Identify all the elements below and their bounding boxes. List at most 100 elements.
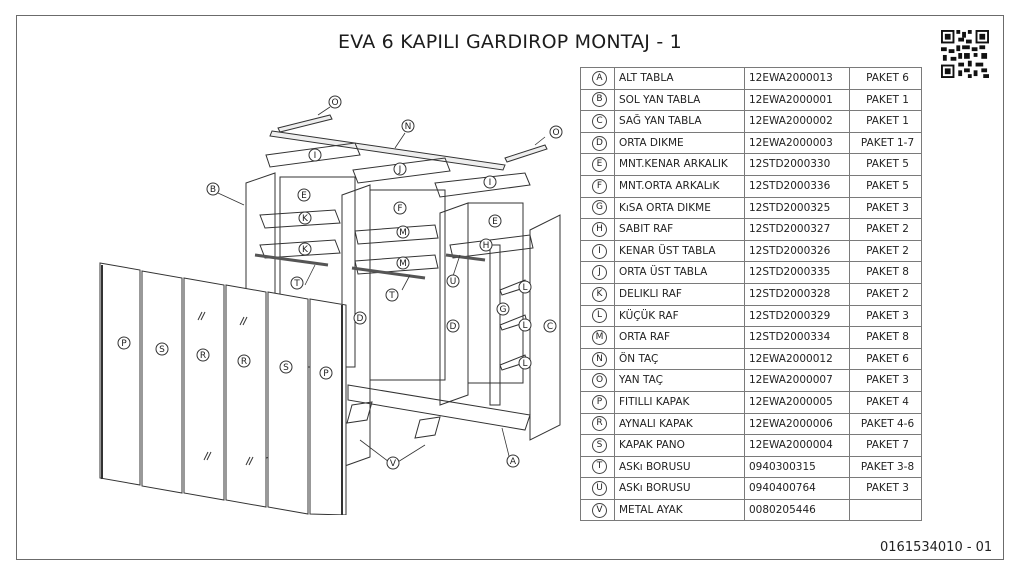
callout-i1: I <box>308 148 322 162</box>
svg-text:K: K <box>302 245 309 255</box>
callout-t1: T <box>290 276 304 290</box>
part-key-cell: U <box>580 477 615 500</box>
callout-r1: R <box>196 348 210 362</box>
part-key-cell: M <box>580 326 615 349</box>
part-key-badge: O <box>592 373 607 389</box>
part-key-cell: H <box>580 218 615 241</box>
part-key-badge: A <box>592 70 607 86</box>
svg-text:M: M <box>399 259 407 269</box>
part-name-cell: ÖN TAÇ <box>614 347 745 371</box>
callout-l1: L <box>518 280 532 294</box>
shelf-k2 <box>259 239 341 259</box>
part-package-cell: PAKET 1 <box>849 110 922 133</box>
svg-text:R: R <box>241 357 247 367</box>
svg-text:K: K <box>302 214 309 224</box>
part-key-cell: E <box>580 153 615 176</box>
part-name-cell: FITILLI KAPAK <box>614 390 745 414</box>
part-code-cell: 12STD2000334 <box>744 326 850 349</box>
callout-m1: M <box>396 225 410 239</box>
callout-d2: D <box>446 319 460 333</box>
part-key-badge: T <box>592 459 607 475</box>
part-package-cell: PAKET 5 <box>849 174 922 198</box>
part-code-cell: 12EWA2000013 <box>744 67 850 90</box>
part-key-cell: F <box>580 174 615 198</box>
front-crown <box>269 130 506 171</box>
part-key-cell: K <box>580 282 615 306</box>
svg-text:F: F <box>397 204 402 214</box>
part-key-cell: V <box>580 498 615 522</box>
part-key-badge: C <box>592 113 607 129</box>
callout-l2: L <box>518 318 532 332</box>
top-panel-right <box>434 172 531 198</box>
part-code-cell: 12STD2000328 <box>744 282 850 306</box>
svg-text:L: L <box>522 321 527 331</box>
part-key-cell: R <box>580 412 615 436</box>
door-s1 <box>141 270 183 494</box>
svg-text:G: G <box>500 305 507 315</box>
svg-text:J: J <box>398 165 402 175</box>
part-code-cell: 12EWA2000012 <box>744 347 850 371</box>
part-package-cell <box>849 498 922 522</box>
part-key-cell: N <box>580 347 615 371</box>
callout-e1: E <box>297 188 311 202</box>
svg-text:S: S <box>283 363 289 373</box>
part-key-cell: J <box>580 261 615 284</box>
svg-text:B: B <box>210 185 216 195</box>
part-code-cell: 12STD2000326 <box>744 239 850 263</box>
part-key-cell: O <box>580 369 615 392</box>
svg-text:D: D <box>357 314 364 324</box>
svg-text:L: L <box>522 359 527 369</box>
part-key-badge: F <box>592 178 607 194</box>
callout-c: C <box>543 319 557 333</box>
part-name-cell: KÜÇÜK RAF <box>614 304 745 328</box>
callout-u: U <box>446 274 460 288</box>
part-key-badge: K <box>592 286 607 302</box>
exploded-assembly-drawing: O N O I J I B E F E K M K H M T U L T G … <box>99 95 563 515</box>
part-name-cell: ORTA RAF <box>614 326 745 349</box>
part-name-cell: SAĞ YAN TABLA <box>614 110 745 133</box>
callout-f: F <box>393 201 407 215</box>
top-panel-middle <box>352 157 451 184</box>
shelf-h <box>449 234 534 259</box>
hanging-rail-u <box>445 253 486 262</box>
callout-h: H <box>479 238 493 252</box>
callout-m2: M <box>396 256 410 270</box>
short-divider <box>489 244 501 406</box>
part-code-cell: 12EWA2000003 <box>744 131 850 155</box>
door-r1 <box>183 277 225 501</box>
callout-p1: P <box>117 336 131 350</box>
bottom-panel <box>347 384 531 431</box>
callout-s1: S <box>155 342 169 356</box>
callout-k2: K <box>298 242 312 256</box>
back-panel-right <box>467 202 524 384</box>
side-crown-right <box>504 144 548 163</box>
part-code-cell: 12STD2000327 <box>744 218 850 241</box>
part-code-cell: 0940300315 <box>744 455 850 479</box>
part-package-cell: PAKET 3 <box>849 369 922 392</box>
part-name-cell: METAL AYAK <box>614 498 745 522</box>
svg-text:V: V <box>390 459 397 469</box>
part-key-badge: U <box>592 481 607 497</box>
svg-text:D: D <box>450 322 457 332</box>
part-key-badge: I <box>592 243 607 259</box>
part-key-badge: D <box>592 135 607 151</box>
part-key-badge: M <box>592 329 607 345</box>
part-key-cell: C <box>580 110 615 133</box>
part-name-cell: ASKı BORUSU <box>614 477 745 500</box>
callout-s2: S <box>279 360 293 374</box>
callout-a: A <box>506 454 520 468</box>
metal-leg-left <box>346 401 373 424</box>
door-r2 <box>225 284 267 508</box>
part-code-cell: 12EWA2000001 <box>744 88 850 112</box>
part-key-badge: P <box>592 394 607 410</box>
